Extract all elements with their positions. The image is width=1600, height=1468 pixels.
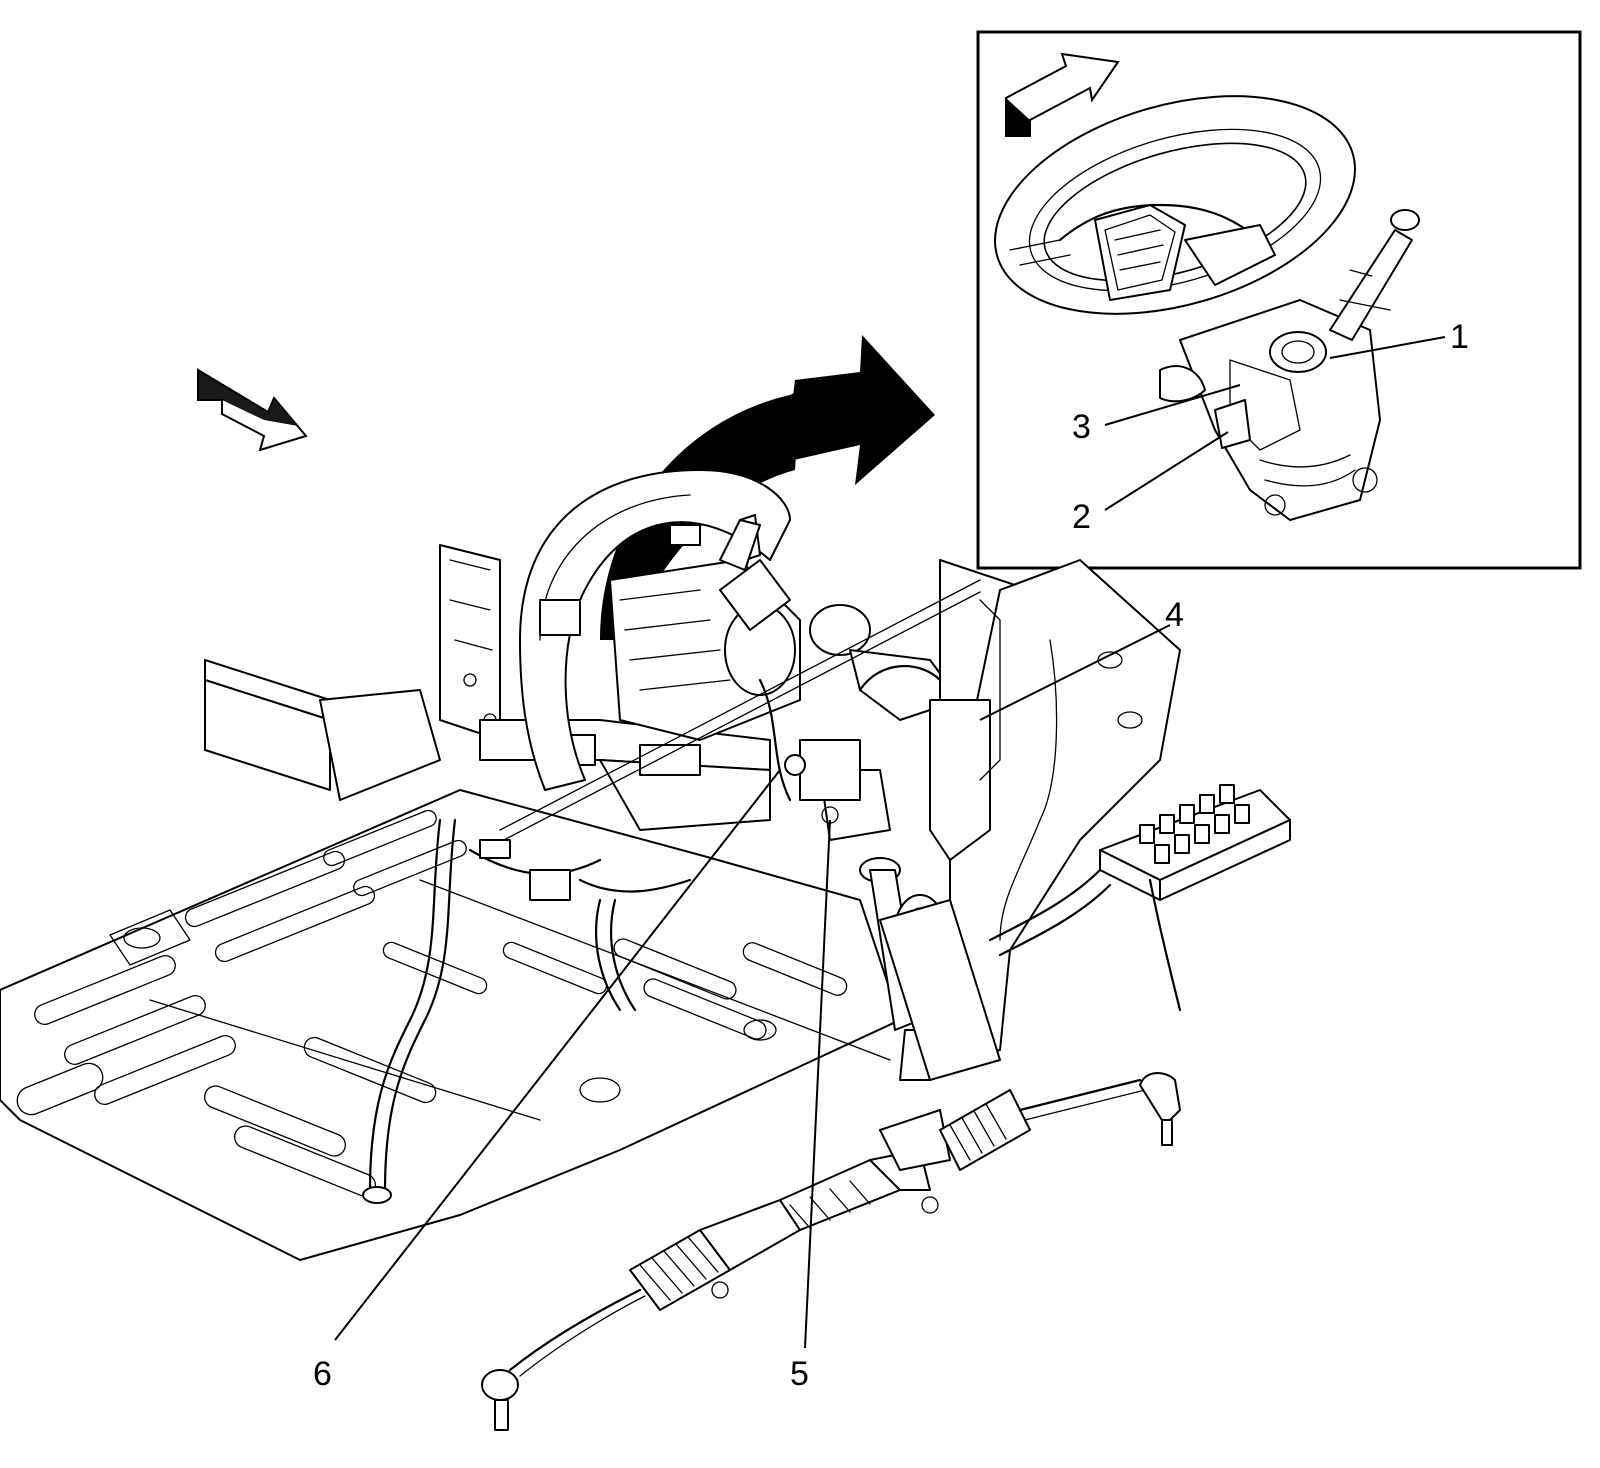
leader-1 — [1329, 336, 1446, 359]
front-direction-arrow-icon — [197, 368, 308, 452]
inset-steering-wheel — [994, 95, 1356, 315]
inset-detail: 1 3 2 — [976, 30, 1582, 570]
wiring-harness — [362, 579, 1112, 1204]
callout-2: 2 — [1072, 498, 1091, 536]
floor-pan — [0, 789, 901, 1261]
leader-2 — [1104, 431, 1229, 511]
callout-4: 4 — [1165, 596, 1184, 634]
leader-6 — [334, 769, 781, 1341]
callout-5: 5 — [790, 1355, 809, 1393]
callout-1: 1 — [1450, 318, 1469, 356]
leader-5 — [804, 819, 831, 1349]
leader-4 — [979, 624, 1171, 721]
relay-block — [1099, 784, 1291, 1012]
steering-rack — [481, 1072, 1181, 1431]
right-side-panel — [879, 559, 1181, 1081]
callout-3: 3 — [1072, 408, 1091, 446]
inset-steering-column — [1159, 209, 1420, 521]
callout-6: 6 — [313, 1355, 332, 1393]
front-direction-arrow-icon — [1005, 52, 1120, 137]
leader-3 — [1104, 384, 1241, 426]
steering-wheel — [519, 469, 791, 791]
